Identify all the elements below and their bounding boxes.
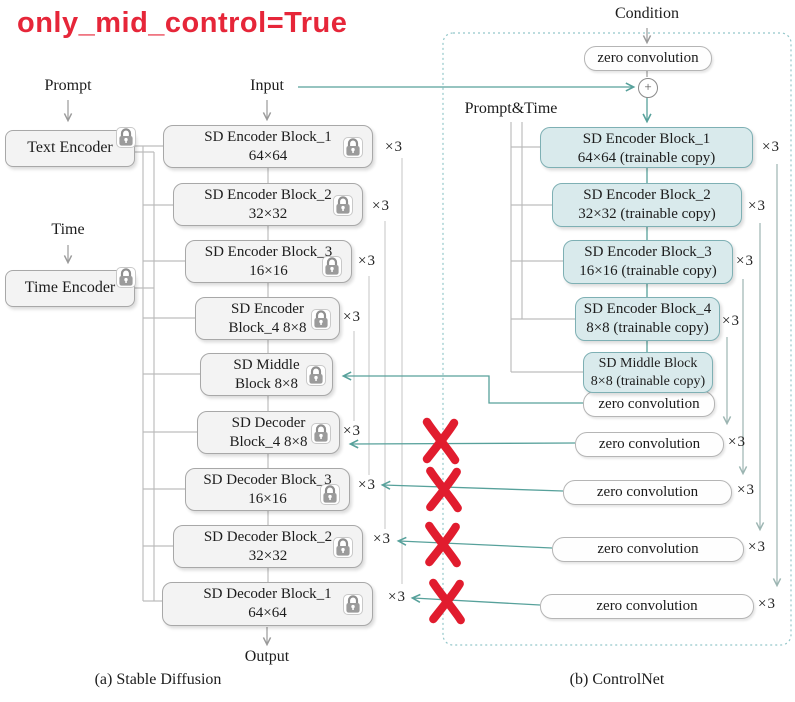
repeat-label: ×3 [736, 253, 754, 269]
lock-icon [333, 194, 353, 216]
repeat-label: ×3 [737, 482, 755, 498]
repeat-label: ×3 [728, 434, 746, 450]
lock-icon [343, 593, 363, 615]
add-node: + [638, 78, 658, 98]
zero-convolution-pill-top: zero convolution [584, 46, 712, 71]
lock-icon [311, 308, 331, 330]
time-encoder-block: Time Encoder [5, 270, 135, 307]
prompt-time-label: Prompt&Time [464, 100, 558, 117]
cross-out-icon [429, 526, 456, 563]
lock-icon [116, 126, 136, 148]
repeat-label: ×3 [388, 589, 406, 605]
repeat-label: ×3 [358, 477, 376, 493]
repeat-label: ×3 [385, 139, 403, 155]
input-label: Input [250, 77, 284, 94]
cross-out-icons [427, 422, 461, 620]
output-label: Output [244, 648, 290, 665]
repeat-label: ×3 [372, 198, 390, 214]
zero-convolution-pill: zero convolution [540, 594, 754, 619]
cross-out-icon [427, 422, 455, 460]
repeat-label: ×3 [748, 198, 766, 214]
page-title: only_mid_control=True [17, 7, 348, 39]
caption-controlnet: (b) ControlNet [569, 671, 665, 688]
zero-convolution-pill: zero convolution [552, 537, 744, 562]
zero-convolution-pill: zero convolution [575, 432, 724, 457]
time-encoder-label: Time Encoder [24, 279, 116, 296]
time-label: Time [51, 221, 85, 238]
repeat-label: ×3 [343, 309, 361, 325]
repeat-label: ×3 [358, 253, 376, 269]
lock-icon [311, 422, 331, 444]
repeat-label: ×3 [373, 531, 391, 547]
repeat-label: ×3 [758, 596, 776, 612]
lock-icon [306, 364, 326, 386]
lock-icon [322, 255, 342, 277]
zero-convolution-pill-mid: zero convolution [583, 391, 715, 417]
lock-icon [116, 266, 136, 288]
cross-out-icon [433, 583, 460, 620]
text-encoder-label: Text Encoder [27, 139, 113, 156]
lock-icon [333, 536, 353, 558]
caption-stable-diffusion: (a) Stable Diffusion [94, 671, 222, 688]
text-encoder-block: Text Encoder [5, 130, 135, 167]
prompt-label: Prompt [44, 77, 92, 94]
zero-convolution-pill: zero convolution [563, 480, 732, 505]
repeat-label: ×3 [722, 313, 740, 329]
cross-out-icon [430, 471, 457, 508]
repeat-label: ×3 [748, 539, 766, 555]
lock-icon [320, 483, 340, 505]
lock-icon [343, 136, 363, 158]
repeat-label: ×3 [343, 423, 361, 439]
condition-label: Condition [614, 5, 680, 22]
repeat-label: ×3 [762, 139, 780, 155]
